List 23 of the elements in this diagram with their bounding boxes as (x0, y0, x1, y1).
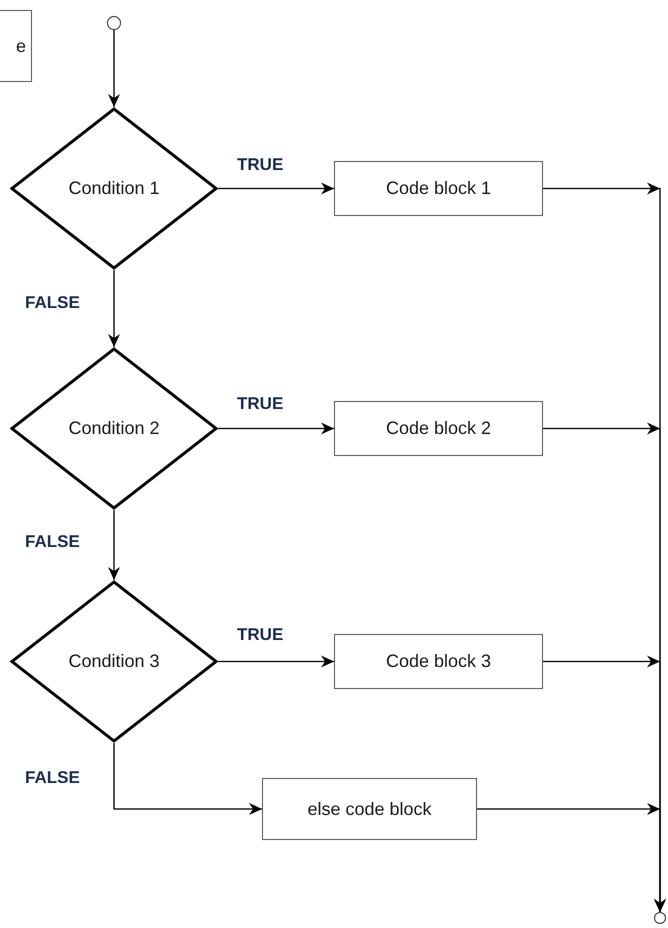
arrow (218, 182, 334, 194)
node-text: Condition 3 (68, 650, 160, 673)
decision-diamond (10, 107, 218, 270)
process-box (334, 634, 543, 689)
decision-diamond (10, 347, 218, 510)
node-text: e (16, 34, 26, 58)
arrow (218, 422, 334, 434)
node-text: else code block (307, 798, 432, 820)
arrow (113, 743, 262, 815)
decision-diamond (10, 580, 218, 743)
process-box (262, 778, 477, 840)
node-text: Code block 3 (386, 650, 492, 673)
process-box (334, 161, 543, 216)
arrow (218, 656, 334, 668)
arrow (108, 270, 120, 347)
arrow (477, 803, 666, 912)
arrow (108, 30, 120, 107)
process-box (334, 401, 543, 456)
node-text: Condition 1 (68, 177, 160, 200)
node-text: Code block 1 (386, 177, 492, 200)
node-text: Condition 2 (68, 417, 160, 440)
node-text: Code block 2 (386, 417, 492, 440)
arrow (108, 510, 120, 580)
